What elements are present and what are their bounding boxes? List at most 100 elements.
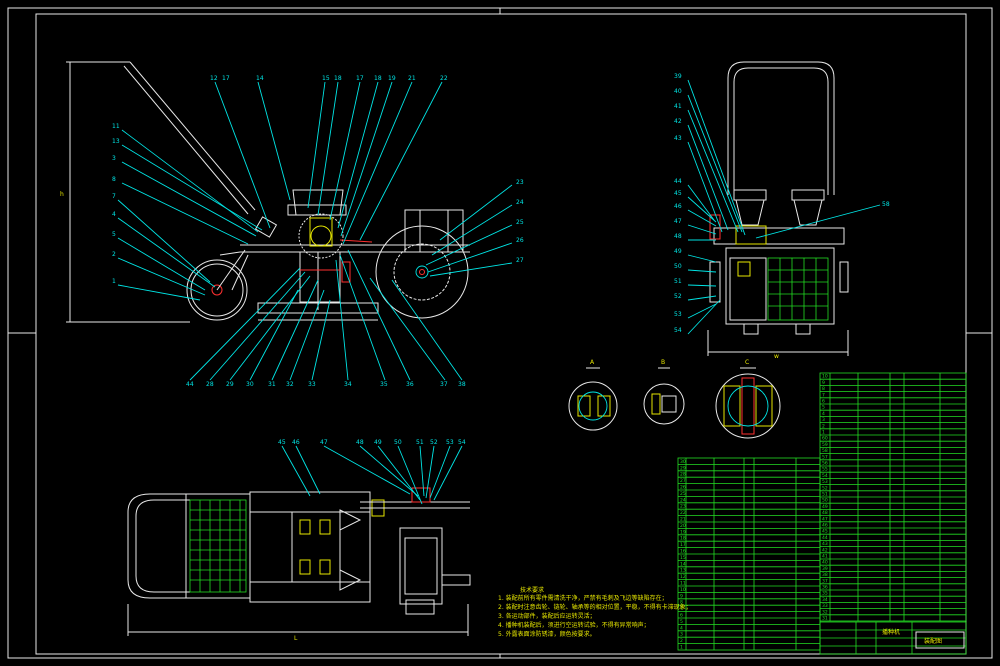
part-number-label: 41 [674,103,682,110]
part-number-label: 58 [882,201,890,208]
part-number-label: 40 [674,88,682,95]
part-number-label: 18 [334,75,342,82]
part-number-label: 22 [440,75,448,82]
parts-list-item-number: 54 [822,473,828,479]
parts-list-item-number: 60 [822,436,828,442]
part-number-label: 47 [320,439,328,446]
parts-list-item-number: 49 [822,504,828,510]
dimension-side-width: w [774,353,779,360]
part-number-label: 21 [408,75,416,82]
parts-list-item-number: 10 [680,587,686,593]
part-number-label: 28 [206,381,214,388]
parts-list-item-number: 56 [822,461,828,467]
parts-list-item-number: 36 [822,585,828,591]
parts-list-item-number: 16 [680,549,686,555]
part-number-label: 52 [674,293,682,300]
parts-list-item-number: 38 [822,572,828,578]
parts-list-left: 3029282726252423222120191817161514131211… [677,457,821,651]
part-number-label: 45 [674,190,682,197]
part-number-label: 49 [674,248,682,255]
parts-list-item-number: 22 [680,510,686,516]
parts-list-item-number: 42 [822,547,828,553]
tech-requirement-5: 5. 外露表面涂防锈漆，颜色按要求。 [498,630,596,638]
parts-list-item-number: 46 [822,523,828,529]
part-number-label: 52 [430,439,438,446]
parts-list-item-number: 7 [680,606,683,612]
part-number-label: 53 [674,311,682,318]
parts-list-item-number: 57 [822,454,828,460]
plan-view: L [127,487,471,642]
part-number-label: 48 [356,439,364,446]
part-number-label: 48 [674,233,682,240]
part-number-label: 36 [406,381,414,388]
parts-list-item-number: 29 [680,465,686,471]
side-view-leaders [687,79,881,335]
parts-list-item-number: 11 [680,581,686,587]
parts-list-item-number: 37 [822,578,828,584]
part-number-label: 17 [356,75,364,82]
part-number-label: 5 [112,231,116,238]
parts-list-item-number: 2 [680,638,683,644]
part-number-label: 47 [674,218,682,225]
part-number-label: 8 [112,176,116,183]
parts-list-item-number: 58 [822,448,828,454]
part-number-label: 39 [674,73,682,80]
parts-list-item-number: 25 [680,491,686,497]
parts-list-item-number: 12 [680,574,686,580]
part-number-label: 49 [374,439,382,446]
parts-list-item-number: 26 [680,485,686,491]
tech-requirement-2: 2. 装配时注意齿轮、链轮、轴承等的相对位置，平稳，不得有卡滞现象； [498,603,692,611]
part-number-label: 23 [516,179,524,186]
parts-list-item-number: 8 [822,386,825,392]
parts-list-item-number: 18 [680,536,686,542]
part-number-label: 27 [516,257,524,264]
front-view-leaders [117,81,513,381]
part-number-label: 31 [268,381,276,388]
part-number-label: 25 [516,219,524,226]
parts-list-item-number: 50 [822,498,828,504]
parts-list-item-number: 39 [822,566,828,572]
parts-list-item-number: 6 [822,399,825,405]
title-block-name: 播种机 [882,628,900,636]
parts-list-item-number: 47 [822,516,828,522]
front-view: h [60,61,470,323]
parts-list-item-number: 30 [680,459,686,465]
part-number-label: 38 [458,381,466,388]
part-number-label: 24 [516,199,524,206]
parts-list-item-number: 21 [680,517,686,523]
part-number-label: 18 [374,75,382,82]
parts-list-item-number: 52 [822,485,828,491]
dimension-height: h [60,191,64,198]
part-number-label: 29 [226,381,234,388]
section-details [568,367,781,439]
tech-requirements: 技术要求 1. 装配前所有零件需清洗干净，严禁有毛刺及飞边等缺陷存在； 2. 装… [498,586,692,638]
dimension-plan-width: L [294,635,298,642]
tech-requirement-3: 3. 各运动部件，装配后应运转灵活； [498,612,596,620]
part-number-label: 51 [416,439,424,446]
parts-list-item-number: 1 [680,645,683,651]
part-number-label: 46 [674,203,682,210]
part-number-label: 11 [112,123,120,130]
parts-list-item-number: 5 [680,619,683,625]
part-number-label: 14 [256,75,264,82]
tech-requirement-4: 4. 播种机装配后，须进行空运转试验，不得有异常响声； [498,621,650,629]
part-number-label: 44 [674,178,682,185]
parts-list-item-number: 7 [822,392,825,398]
section-label-c: C [745,359,749,366]
part-number-label: 26 [516,237,524,244]
part-number-label: 42 [674,118,682,125]
plan-view-leaders [281,445,463,505]
part-number-label: 17 [222,75,230,82]
title-block [819,621,967,655]
parts-list-item-number: 41 [822,554,828,560]
parts-list-item-number: 5 [822,405,825,411]
part-number-label: 13 [112,138,120,145]
part-number-label: 37 [440,381,448,388]
part-number-label: 30 [246,381,254,388]
part-number-label: 7 [112,193,116,200]
title-block-drawing-no: 装配图 [924,637,942,645]
